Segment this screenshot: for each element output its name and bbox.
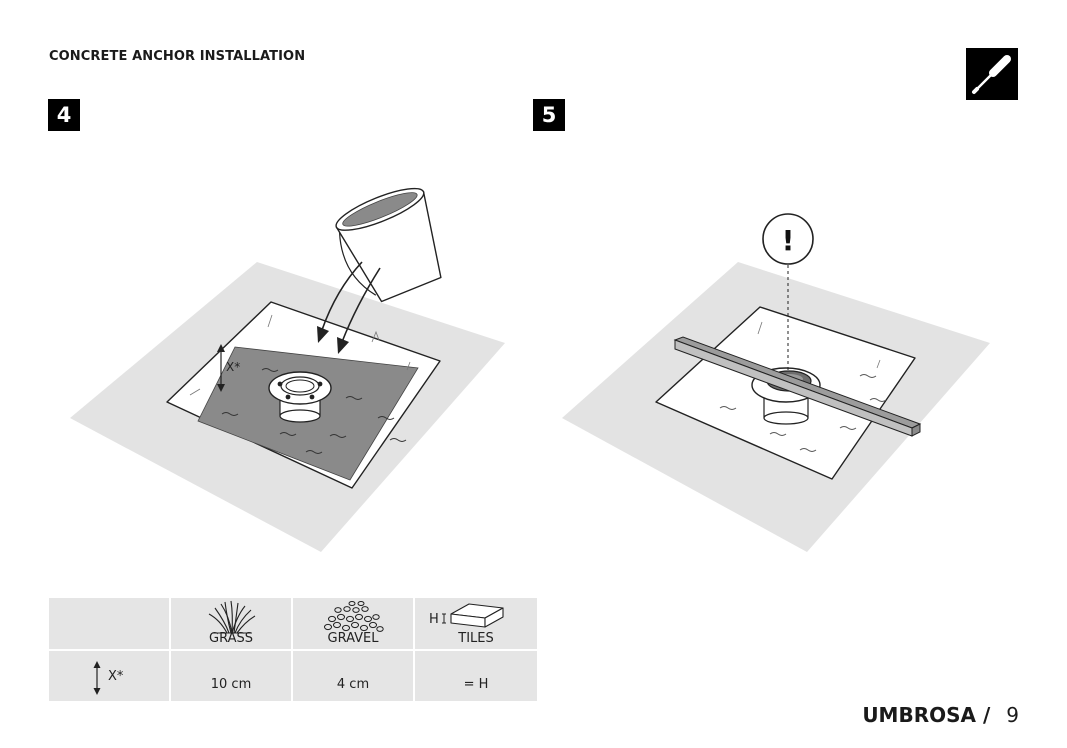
tool-badge	[966, 48, 1018, 100]
exclamation-icon: !	[782, 224, 795, 257]
page-number: 9	[1006, 703, 1019, 727]
spirit-level	[673, 336, 922, 437]
tiles-label: TILES	[458, 631, 494, 646]
tile-height-label: H	[429, 612, 439, 627]
step-5-level-check-illustration: !	[562, 213, 990, 552]
anchor-plate	[268, 371, 332, 423]
table-row-label: X*	[49, 651, 169, 701]
depth-arrow	[217, 344, 225, 392]
pour-arrows	[321, 261, 381, 343]
warning-circle	[762, 213, 814, 265]
table-header-gravel: GRAVEL	[293, 598, 413, 649]
table-header-tiles: H TILES	[415, 598, 537, 649]
grass-icon	[208, 600, 256, 634]
depth-table: GRASS GRAVEL H	[49, 598, 537, 701]
value-gravel: 4 cm	[293, 651, 413, 701]
page-footer: UMBROSA / 9	[862, 703, 1019, 727]
step-number-5: 5	[533, 99, 565, 131]
depth-label: X*	[226, 360, 240, 374]
bucket	[335, 187, 442, 303]
page-title: CONCRETE ANCHOR INSTALLATION	[49, 49, 306, 64]
tile-icon	[442, 603, 504, 628]
grass-label: GRASS	[209, 631, 253, 646]
step-number-4: 4	[48, 99, 80, 131]
value-tiles: = H	[415, 651, 537, 701]
row-label-x: X*	[108, 669, 124, 684]
step-4-pour-concrete-illustration: X*	[70, 187, 505, 552]
screwdriver-icon	[972, 55, 1011, 94]
table-header-empty	[49, 598, 169, 649]
gravel-icon	[324, 601, 384, 632]
table-header-grass: GRASS	[171, 598, 291, 649]
value-grass: 10 cm	[171, 651, 291, 701]
depth-arrow-icon	[93, 661, 101, 695]
brand-name: UMBROSA /	[862, 703, 991, 727]
gravel-label: GRAVEL	[327, 631, 379, 646]
